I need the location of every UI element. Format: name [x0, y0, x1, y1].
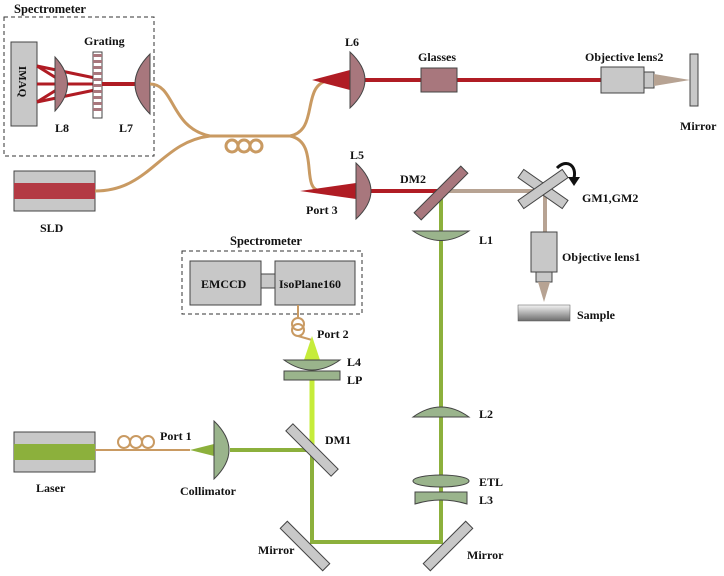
fiber-coupler	[94, 78, 331, 193]
port2-focus-cone	[304, 336, 320, 360]
dm1-label: DM1	[325, 433, 351, 447]
port2-fiber	[291, 305, 313, 341]
lens-l5	[355, 161, 372, 221]
electrically-tunable-lens	[412, 474, 470, 488]
reference-mirror	[689, 53, 699, 107]
mirror-bottom-right	[422, 520, 474, 572]
long-pass-filter	[283, 370, 341, 381]
sld-source	[13, 170, 96, 212]
galvo-mirrors	[517, 168, 569, 210]
lens-l1-label: L1	[479, 233, 493, 247]
gm-label: GM1,GM2	[582, 191, 638, 205]
sample	[517, 304, 571, 322]
lens-l2-label: L2	[479, 407, 493, 421]
lens-l4	[282, 359, 342, 371]
imaq-label: IMAQ	[16, 66, 28, 98]
grating-label: Grating	[84, 34, 125, 48]
emccd-connector	[260, 273, 276, 289]
port3-label: Port 3	[306, 203, 338, 217]
objective-lens1	[530, 231, 558, 302]
etl-label: ETL	[479, 475, 503, 489]
sample-label: Sample	[577, 308, 616, 322]
dichroic-mirror-dm1	[285, 423, 339, 477]
lens-l6-label: L6	[345, 35, 359, 49]
reference-focus-cone	[312, 70, 350, 90]
port1-label: Port 1	[160, 429, 192, 443]
laser-source	[13, 431, 96, 473]
grating	[92, 51, 103, 119]
lens-l3	[414, 491, 468, 505]
port1-fiber	[95, 435, 190, 451]
emccd-label: EMCCD	[201, 277, 247, 291]
isoplane-label: IsoPlane160	[279, 277, 341, 291]
glasses	[420, 67, 458, 93]
collimator-cone	[190, 444, 214, 456]
lp-label: LP	[347, 373, 362, 387]
spectrometer-mid-box	[181, 250, 363, 315]
dichroic-mirror-dm2	[413, 165, 469, 221]
mirror-bottom-left	[279, 520, 331, 572]
objective-lens2	[600, 66, 690, 94]
rotation-arrow-icon	[555, 162, 580, 186]
port2-label: Port 2	[317, 327, 349, 341]
lens-l8-label: L8	[55, 121, 69, 135]
lens-l4-label: L4	[347, 355, 361, 369]
sld-label: SLD	[40, 221, 64, 235]
sample-arm-focus-cone	[300, 183, 356, 199]
lens-l2	[411, 406, 471, 418]
lens-l7	[134, 52, 151, 116]
reference-mirror-label: Mirror	[680, 119, 717, 133]
imaq-camera: IMAQ	[10, 41, 38, 127]
collimator-lens	[213, 419, 230, 481]
objective-lens2-label: Objective lens2	[585, 50, 663, 64]
lens-l5-label: L5	[350, 148, 364, 162]
isoplane-spectrograph	[274, 260, 356, 306]
spectrometer-mid-label: Spectrometer	[230, 234, 302, 248]
objective-lens1-label: Objective lens1	[562, 250, 640, 264]
lens-l7-label: L7	[119, 121, 133, 135]
glasses-label: Glasses	[418, 50, 456, 64]
lens-l6	[349, 50, 366, 110]
collimator-label: Collimator	[180, 484, 237, 498]
lens-l3-label: L3	[479, 493, 493, 507]
spectrometer-top-box	[3, 16, 155, 157]
mirror-bottom-left-label: Mirror	[258, 543, 295, 557]
mirror-bottom-right-label: Mirror	[467, 548, 504, 562]
lens-l1	[411, 230, 471, 241]
lens-l8	[54, 55, 68, 113]
dm2-label: DM2	[400, 172, 426, 186]
spectrometer-top-label: Spectrometer	[14, 2, 86, 16]
laser-label: Laser	[36, 481, 66, 495]
